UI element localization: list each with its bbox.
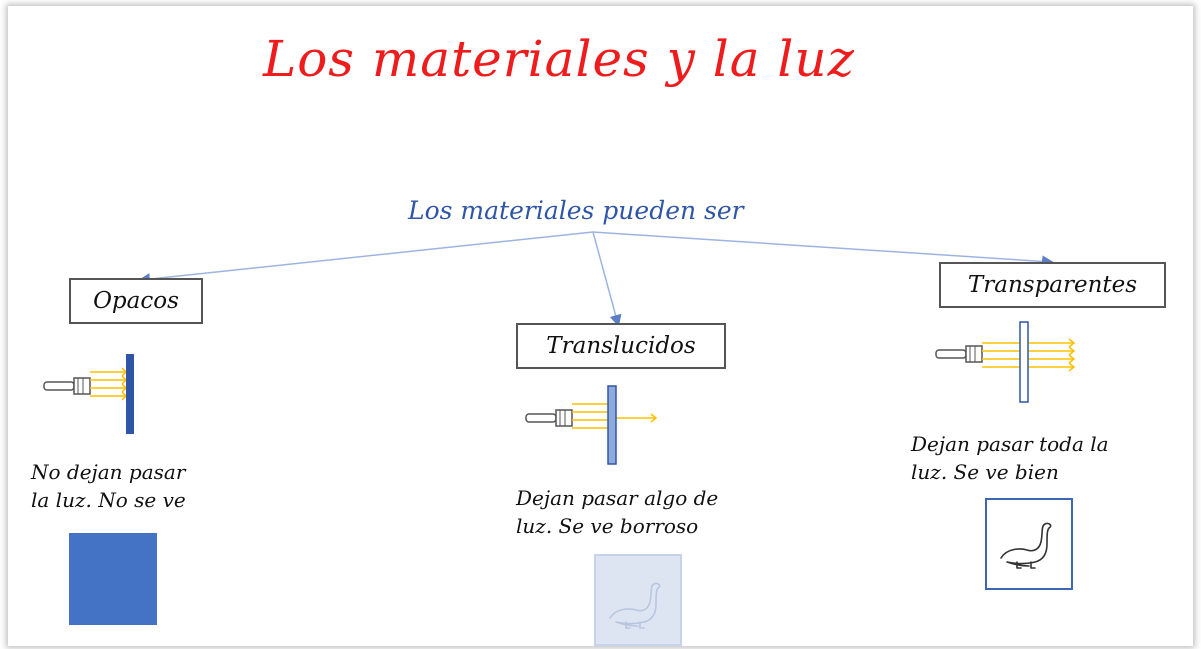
category-opacos: Opacos (69, 278, 203, 324)
description-line: Dejan pasar toda la (911, 432, 1109, 456)
opaque-material-panel (126, 354, 134, 434)
flashlight-illustrations (43, 321, 1076, 465)
light-ray-icon (572, 403, 658, 429)
diagram-root-label: Los materiales pueden ser (408, 196, 744, 225)
translucent-result-card (594, 554, 682, 646)
opaque-result-card (69, 533, 157, 625)
arrow-to-transparentes (592, 231, 1054, 268)
connector-arrows (138, 231, 1054, 327)
light-ray-icon (90, 367, 128, 401)
description-line: la luz. No se ve (31, 488, 186, 512)
category-translucidos: Translucidos (516, 323, 726, 369)
flashlight-icon (525, 409, 573, 427)
dinosaur-icon (609, 582, 661, 629)
description-transparentes: Dejan pasar toda la luz. Se ve bien (911, 430, 1109, 486)
dinosaur-icon (1000, 522, 1052, 569)
slide: Los materiales y la luz Los materiales p… (8, 6, 1193, 646)
arrow-to-opacos (138, 231, 594, 286)
category-transparentes: Transparentes (939, 262, 1166, 308)
arrow-to-translucidos (592, 231, 622, 327)
description-line: Dejan pasar algo de (516, 486, 719, 510)
category-label-opacos: Opacos (93, 288, 179, 314)
description-line: luz. Se ve bien (911, 460, 1059, 484)
description-line: luz. Se ve borroso (516, 514, 699, 538)
slide-title: Los materiales y la luz (263, 30, 855, 88)
description-opacos: No dejan pasar la luz. No se ve (31, 458, 186, 514)
flashlight-icon (43, 377, 91, 395)
description-translucidos: Dejan pasar algo de luz. Se ve borroso (516, 484, 718, 540)
transparent-material-panel (1019, 321, 1029, 403)
category-label-translucidos: Translucidos (546, 333, 696, 359)
transparent-result-card (985, 498, 1073, 590)
translucent-material-panel (607, 385, 617, 465)
description-line: No dejan pasar (31, 460, 186, 484)
category-label-transparentes: Transparentes (967, 272, 1138, 298)
flashlight-icon (935, 345, 983, 363)
